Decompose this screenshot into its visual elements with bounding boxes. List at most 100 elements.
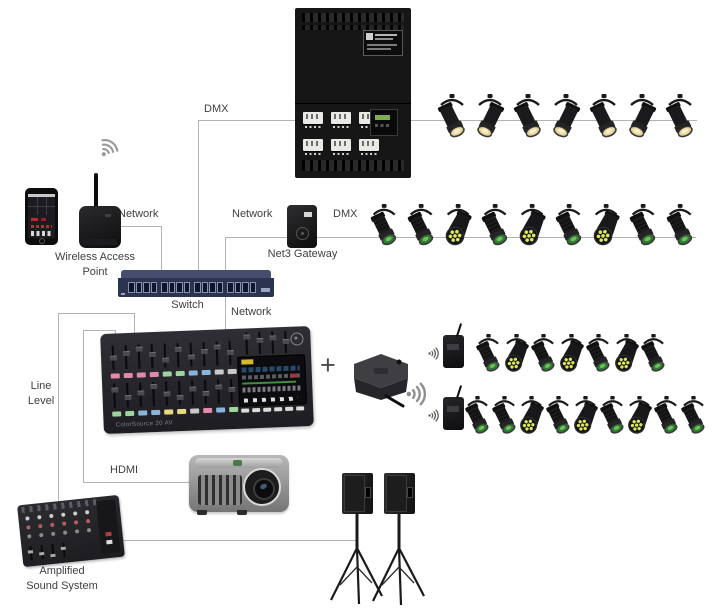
connection-line [225,296,226,338]
bump-button [123,372,133,379]
label-net3-gateway: Net3 Gateway [267,248,338,260]
wireless-access-point [79,206,121,248]
fader-knob [226,349,234,356]
ethernet-port [143,282,150,293]
connection-line [410,120,697,121]
colorsource-console: ColorSource 20 AV [100,326,314,434]
speaker-stands [330,509,425,606]
mixer-knob [25,516,30,521]
breaker-module [303,139,323,155]
fader-knob [255,337,264,344]
bump-button [112,411,122,417]
fader-knob [124,394,132,401]
mixer-knob [85,518,91,524]
network-switch [118,270,274,297]
projector-vent [198,475,242,505]
fader-knob [136,390,145,396]
etc-logo-icon [366,33,373,40]
bump-button [229,406,239,413]
mixer-master-panel [96,499,121,554]
wifi-icon [427,346,442,361]
fader-knob [214,384,222,390]
label-amplified-sound-system: Amplified Sound System [26,565,98,592]
fader-knob [135,346,143,352]
mixer-knob [86,527,92,533]
fader-knob [227,386,235,393]
screen-button [296,406,305,411]
ethernet-port [128,282,135,293]
mixer-knob [61,512,66,517]
screen-button [241,408,250,413]
fader-knob [187,354,195,360]
label-hdmi: HDMI [110,464,139,476]
ethernet-port [249,282,256,293]
console-touchscreen [237,354,308,407]
light-fixture-green [402,204,440,250]
connection-line [58,313,59,505]
ethernet-port [161,282,168,293]
ethernet-port [242,282,249,293]
bump-button [162,371,172,377]
fader-knob [122,350,130,357]
mixer-knob [73,520,79,525]
connection-line [225,237,226,272]
label-network-gateway: Network [232,208,273,220]
ethernet-port [135,282,142,293]
light-fixture-warm_r [508,94,548,142]
connection-line [116,540,358,541]
connection-line [83,330,84,483]
wifi-icon [91,130,126,165]
dimmer-rack [295,8,411,178]
screen-button [263,407,272,412]
connection-line [134,313,135,340]
fader-slot [124,345,128,370]
light-fixture-array [587,204,625,250]
bump-button [188,370,198,376]
light-fixture-green [365,204,403,250]
fader-knob [268,335,277,341]
speaker-right [384,473,415,514]
dimmer-vent-top2 [302,25,404,30]
mixer-fader-knob [60,546,66,550]
mixer-knob [38,523,43,529]
bump-button [175,370,185,377]
fader-knob [281,338,290,345]
connection-line [113,226,161,227]
bump-button [216,407,226,413]
mixer-fader-knob [39,551,45,555]
bump-button [151,409,161,416]
mixer-fader [62,542,66,557]
breaker-module [303,112,323,128]
bump-button [149,371,159,378]
fader-knob [188,386,196,392]
ethernet-port [168,282,175,293]
mixer-knob [49,513,54,519]
mixer-knob [72,511,78,516]
light-fixture-green [636,334,671,376]
label-switch: Switch [171,299,204,311]
light-fixture-warm_r [432,94,472,142]
light-fixture-green [624,204,662,250]
ethernet-port [201,282,208,293]
bump-button [190,408,200,414]
light-fixture-warm_l [470,94,510,142]
light-fixture-green [476,204,514,250]
screen-button [252,407,261,413]
mixer-fader-knob [27,550,34,554]
mixer-knob [50,522,55,528]
bump-button [125,410,135,417]
breaker-module [331,139,351,155]
label-network-console: Network [231,306,272,318]
connection-line [225,237,287,238]
wifi-icon [427,408,442,423]
phone-app-screen [28,194,55,238]
connection-line [83,330,115,331]
breaker-module [359,139,379,155]
light-fixture-green [676,396,711,438]
wireless-dmx-receiver [443,323,464,368]
mixer-knob [74,529,80,534]
fader-slot [178,381,181,406]
bump-button [164,409,174,415]
console-logo-icon [290,332,304,346]
